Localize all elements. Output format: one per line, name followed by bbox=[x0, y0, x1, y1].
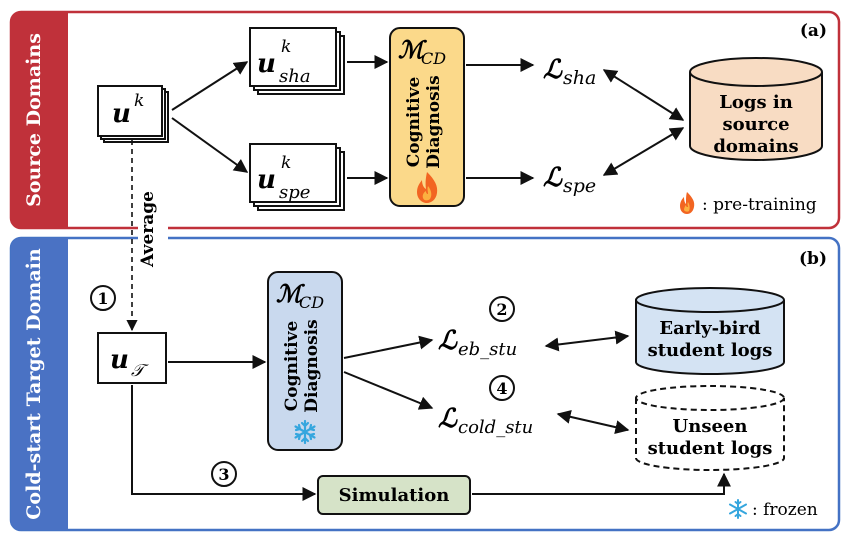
step-1-marker: 1 bbox=[90, 285, 116, 311]
panel-a-source-domains: Source Domains (a) u k u k sha u k spe bbox=[9, 10, 841, 230]
step-4-label: 4 bbox=[496, 379, 507, 398]
early-bird-line-2: student logs bbox=[648, 340, 773, 361]
u-t-base: u bbox=[110, 345, 129, 375]
loss-cold-sub: cold_stu bbox=[458, 417, 533, 438]
legend-frozen: : frozen bbox=[729, 499, 818, 520]
snowflake-icon bbox=[729, 499, 747, 519]
u-sha-box: u k sha bbox=[249, 27, 345, 95]
loss-sha-sub: sha bbox=[563, 67, 596, 89]
fire-icon bbox=[680, 192, 695, 214]
step-2-marker: 2 bbox=[489, 296, 515, 322]
arrow-loss-spe-logs bbox=[602, 127, 685, 176]
arrow-model-to-loss-cold bbox=[343, 371, 434, 410]
loss-cold-symbol: ℒ bbox=[438, 404, 458, 434]
loss-sha-symbol: ℒ bbox=[543, 55, 563, 85]
u-spe-base: u bbox=[257, 165, 276, 195]
step-2-label: 2 bbox=[496, 300, 507, 319]
step-4-marker: 4 bbox=[489, 375, 515, 401]
u-k-base: u bbox=[112, 99, 131, 129]
panel-b-side-bar bbox=[11, 238, 68, 530]
average-connector: Average bbox=[126, 140, 168, 332]
early-bird-line-1: Early-bird bbox=[659, 318, 761, 339]
arrow-uk-to-sha bbox=[171, 61, 249, 111]
arrow-loss-cold-logs bbox=[556, 409, 630, 435]
loss-cold-stu: ℒ cold_stu bbox=[438, 404, 533, 438]
panel-b-tag: (b) bbox=[799, 249, 827, 269]
model-cd-pretrain: ℳ CD Cognitive Diagnosis bbox=[389, 27, 465, 207]
model-b-symbol: ℳ bbox=[276, 279, 306, 308]
average-label-bg bbox=[138, 176, 168, 282]
model-a-sub: CD bbox=[421, 49, 446, 68]
simulation-box: Simulation bbox=[317, 475, 471, 515]
logs-source-line-1: Logs in bbox=[719, 92, 793, 113]
arrow-uk-to-spe bbox=[171, 117, 249, 173]
panel-a-tag: (a) bbox=[800, 21, 827, 41]
panel-a-side-bar bbox=[11, 12, 68, 228]
fire-icon bbox=[417, 172, 438, 203]
loss-spe-sub: spe bbox=[563, 175, 596, 197]
step-1-label: 1 bbox=[97, 289, 108, 308]
arrow-loss-sha-logs bbox=[602, 69, 685, 121]
model-a-symbol: ℳ bbox=[398, 35, 428, 64]
early-bird-logs-cylinder: Early-bird student logs bbox=[635, 287, 785, 375]
u-sha-sub: sha bbox=[279, 66, 311, 87]
legend-pretraining-text: : pre-training bbox=[702, 195, 817, 215]
loss-eb-sub: eb_stu bbox=[458, 339, 517, 360]
loss-eb-stu: ℒ eb_stu bbox=[438, 326, 517, 360]
u-k-box: u k bbox=[97, 85, 169, 143]
unseen-line-1: Unseen bbox=[673, 416, 748, 437]
loss-spe: ℒ spe bbox=[543, 163, 596, 197]
step-3-marker: 3 bbox=[211, 461, 237, 487]
unseen-line-2: student logs bbox=[648, 438, 773, 459]
simulation-label: Simulation bbox=[339, 485, 450, 506]
logs-source-line-2: source bbox=[722, 114, 789, 135]
arrow-loss-eb-logs bbox=[544, 330, 630, 352]
panel-b-side-label: Cold-start Target Domain bbox=[23, 248, 45, 520]
model-a-text-1: Cognitive bbox=[404, 77, 424, 168]
loss-sha: ℒ sha bbox=[543, 55, 596, 89]
arrow-ut-to-simulation bbox=[131, 385, 317, 501]
unseen-logs-cylinder: Unseen student logs bbox=[635, 385, 785, 471]
step-3-label: 3 bbox=[218, 465, 229, 484]
arrow-model-to-loss-eb bbox=[343, 335, 434, 359]
panel-b-target-domain: Cold-start Target Domain (b) 1 u 𝒯 ℳ CD … bbox=[9, 236, 841, 532]
snowflake-icon bbox=[294, 419, 316, 445]
u-sha-base: u bbox=[257, 49, 276, 79]
legend-frozen-text: : frozen bbox=[752, 500, 818, 520]
u-spe-sub: spe bbox=[279, 182, 310, 203]
model-a-text-2: Diagnosis bbox=[424, 75, 444, 168]
legend-pretraining: : pre-training bbox=[680, 192, 817, 215]
average-label: Average bbox=[138, 191, 158, 268]
u-spe-box: u k spe bbox=[249, 143, 345, 211]
model-b-text-2: Diagnosis bbox=[302, 319, 322, 412]
arrow-simulation-to-unseen bbox=[472, 472, 731, 495]
model-b-text-1: Cognitive bbox=[282, 321, 302, 412]
loss-eb-symbol: ℒ bbox=[438, 326, 458, 356]
logs-source-cylinder: Logs in source domains bbox=[689, 57, 823, 161]
model-cd-frozen: ℳ CD Cognitive Diagnosis bbox=[267, 271, 343, 451]
u-sha-sup: k bbox=[281, 37, 291, 57]
logs-source-line-3: domains bbox=[713, 136, 798, 157]
u-spe-sup: k bbox=[281, 153, 291, 173]
u-t-box: u 𝒯 bbox=[97, 332, 167, 384]
u-k-sup: k bbox=[134, 91, 144, 111]
loss-spe-symbol: ℒ bbox=[543, 163, 563, 193]
panel-a-side-label: Source Domains bbox=[23, 33, 45, 207]
model-b-sub: CD bbox=[299, 293, 324, 312]
